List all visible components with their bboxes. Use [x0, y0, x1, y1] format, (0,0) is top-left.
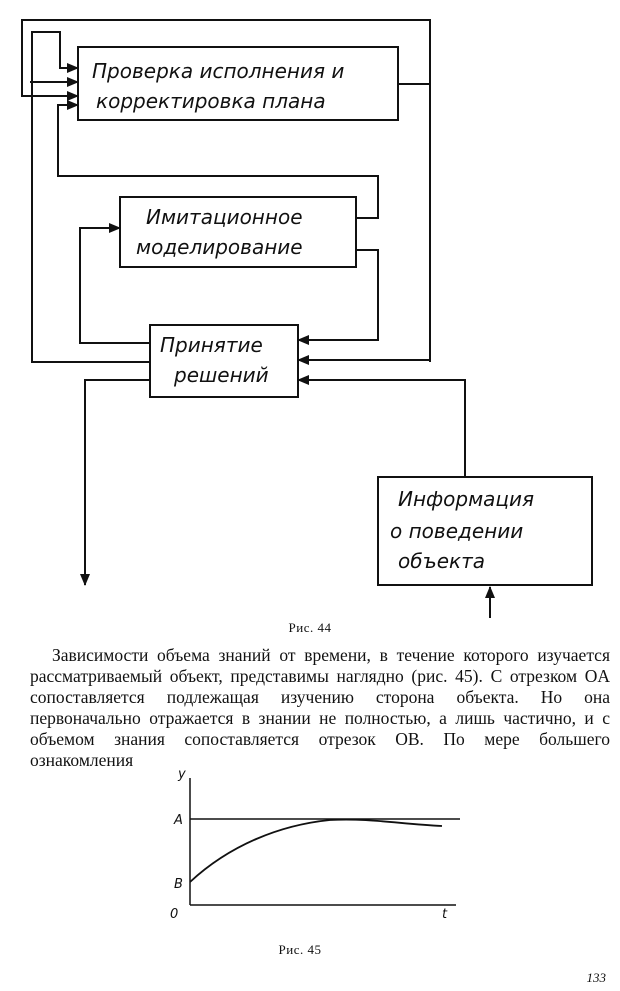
figure-45-caption: Рис. 45	[278, 942, 322, 957]
figure-44-diagram: Проверка исполнения и корректировка план…	[21, 19, 593, 618]
y-axis-label: y	[177, 767, 186, 782]
paragraph-text: Зависимости объема знаний от времени, в …	[30, 645, 610, 770]
x-axis-label: t	[442, 907, 448, 920]
block-modeling-line-2: моделирование	[136, 235, 303, 259]
connector-modeling-to-decisions	[297, 249, 379, 345]
block-info-line-2: о поведении	[390, 519, 523, 543]
connector-decisions-output	[80, 379, 150, 586]
block-object-info	[377, 476, 593, 586]
figure-45-graph: y A B 0 t	[170, 767, 460, 920]
body-paragraph: Зависимости объема знаний от времени, в …	[30, 645, 610, 771]
connector-plan-to-decisions	[297, 83, 431, 365]
block-decisions-line-1: Принятие	[160, 333, 263, 357]
connector-modeling-to-plan	[57, 100, 379, 219]
block-plan-line-2: корректировка плана	[96, 89, 326, 113]
connector-info-to-decisions	[297, 375, 466, 477]
block-info-line-1: Информация	[398, 487, 534, 511]
point-a-label: A	[173, 813, 183, 828]
origin-label: 0	[170, 907, 178, 920]
connector-decisions-to-plan	[31, 31, 150, 363]
page-number: 133	[586, 970, 607, 985]
connector-decisions-to-modeling	[79, 223, 150, 344]
figure-44-caption: Рис. 44	[288, 620, 332, 635]
block-modeling-line-1: Имитационное	[146, 205, 303, 229]
block-plan-line-1: Проверка исполнения и	[92, 59, 344, 83]
block-info-line-3: объекта	[398, 549, 485, 573]
point-b-label: B	[174, 877, 183, 892]
block-decisions-line-2: решений	[173, 363, 269, 387]
knowledge-curve	[189, 818, 443, 883]
